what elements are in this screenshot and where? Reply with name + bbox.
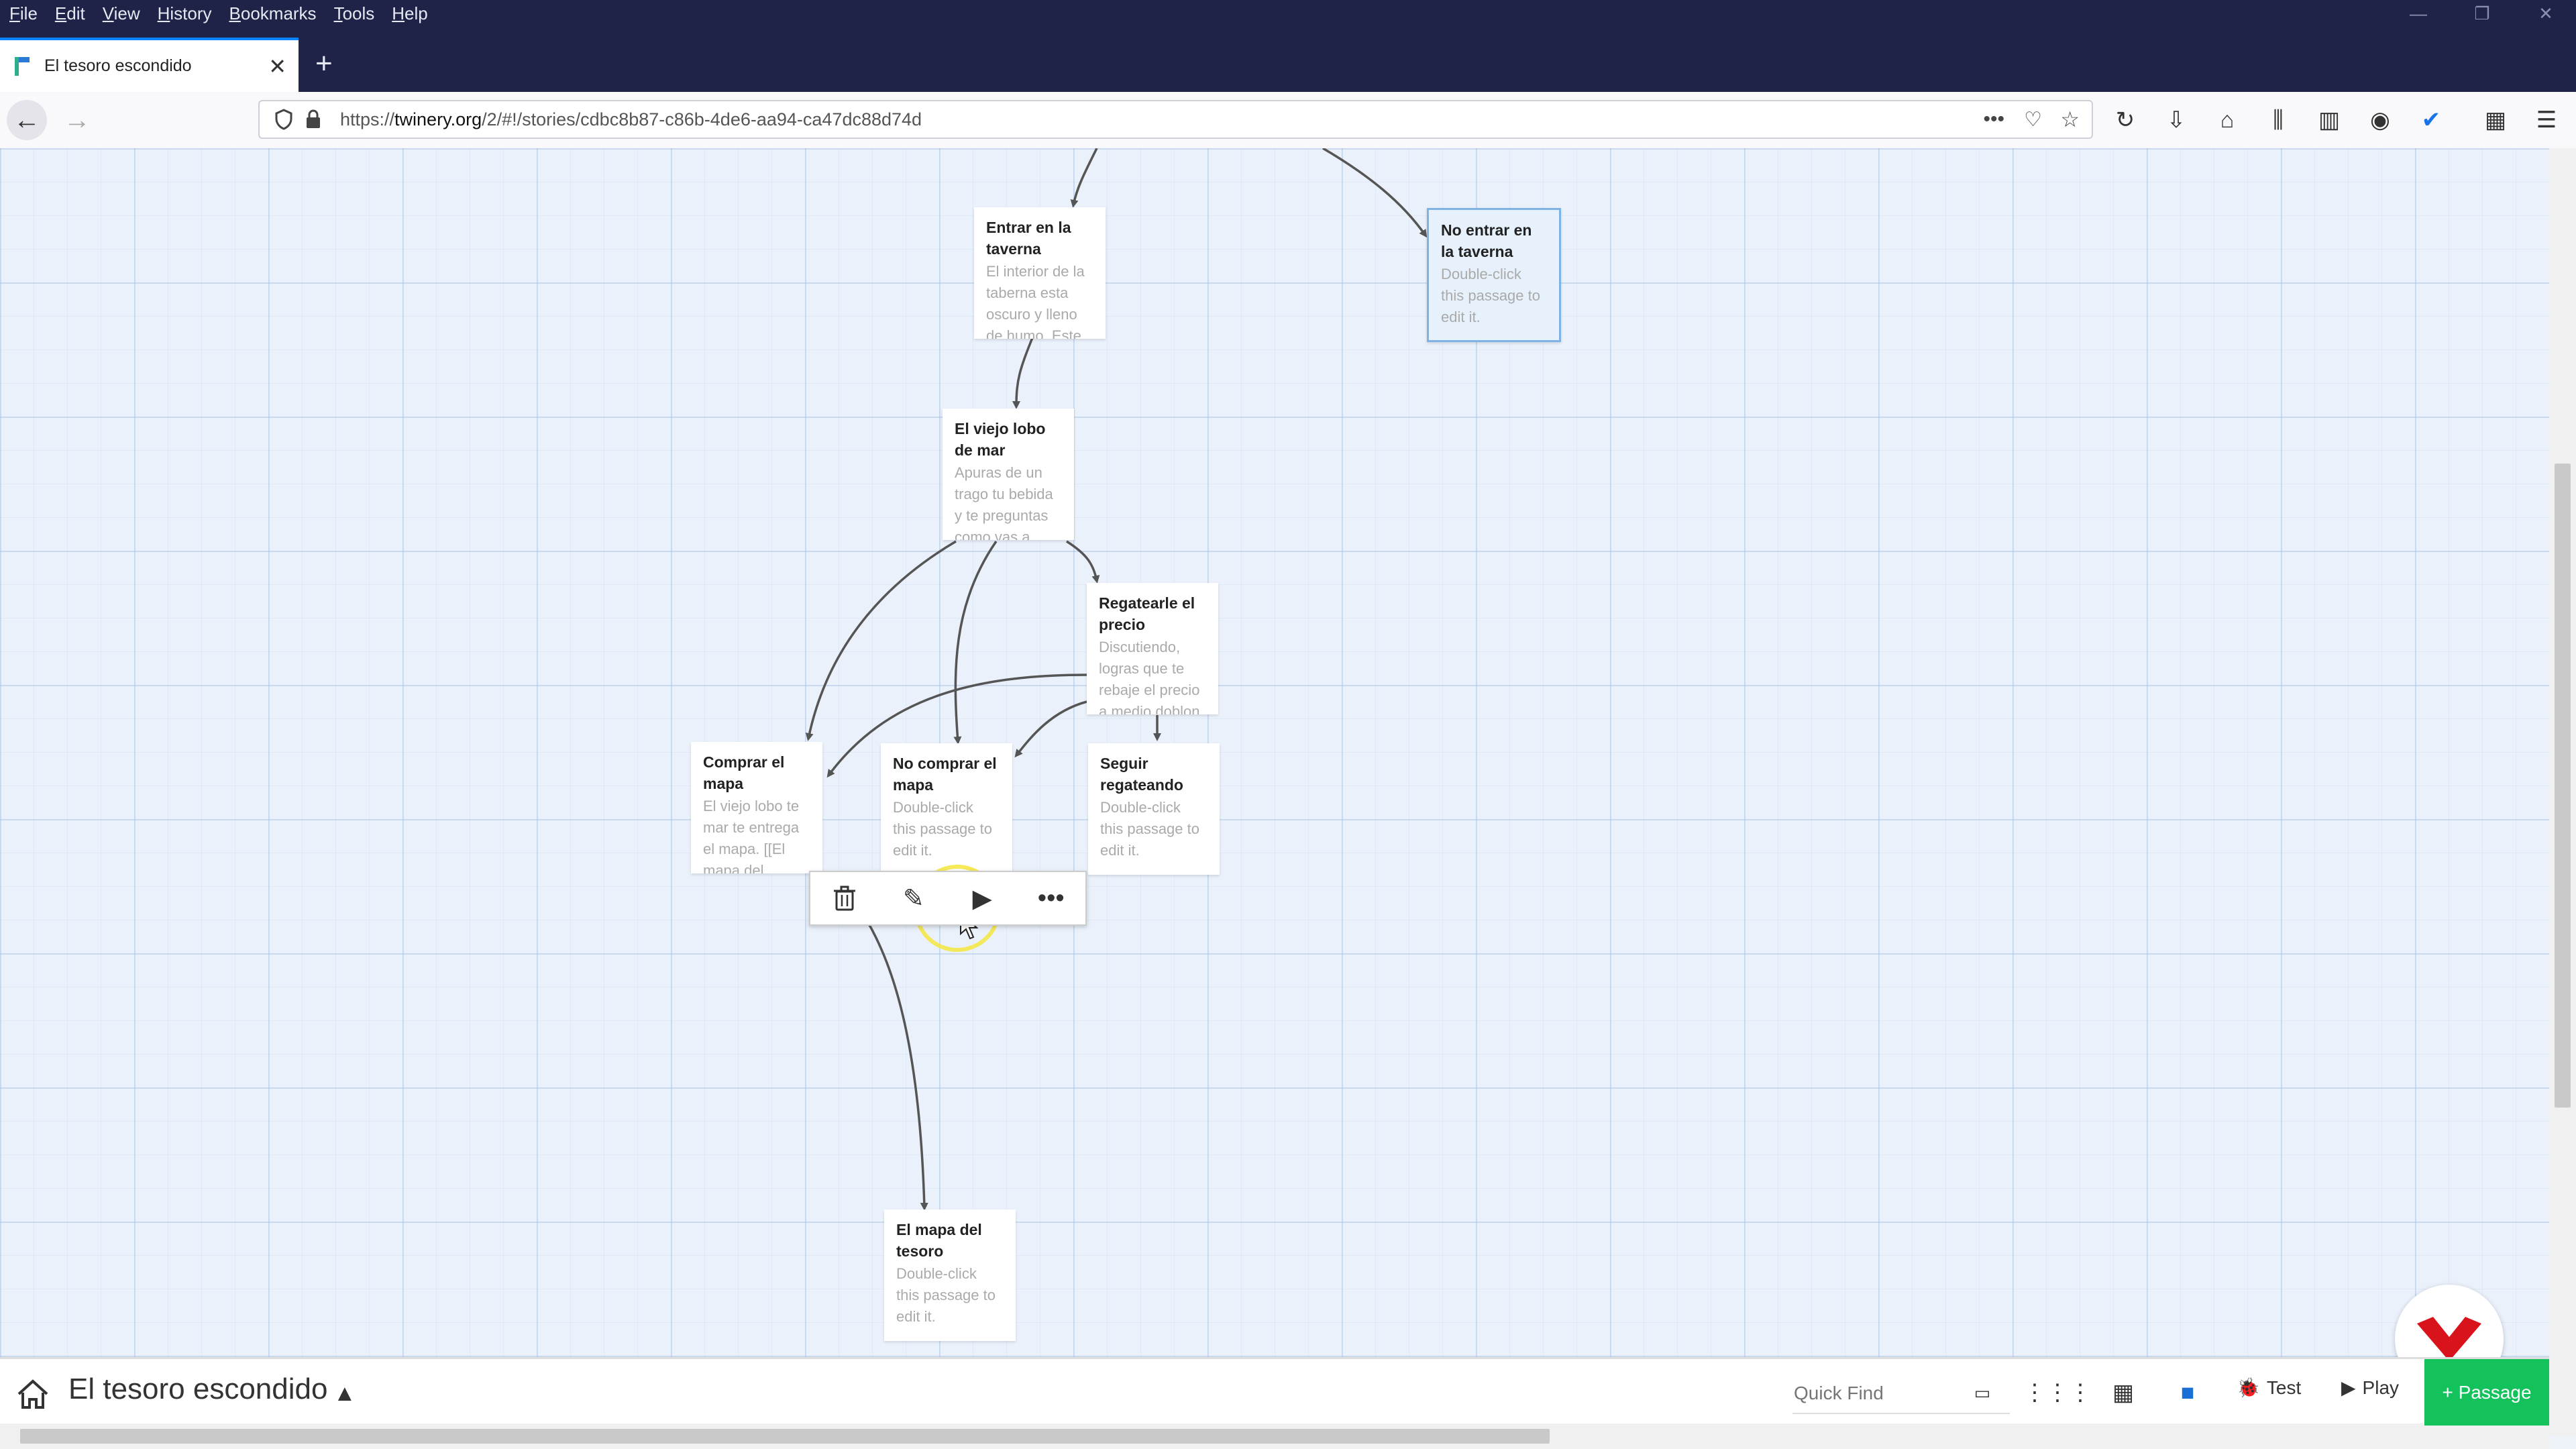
extensions-icon[interactable]: ▦	[2484, 107, 2507, 133]
back-icon[interactable]: ←	[7, 100, 47, 140]
test-label: Test	[2266, 1377, 2302, 1398]
passage-title: Seguir regateando	[1100, 755, 1183, 794]
quick-find-input[interactable]	[1792, 1374, 2010, 1414]
menu-file[interactable]: File	[9, 3, 38, 23]
zoom-small-grid-icon[interactable]: ⋮⋮⋮	[2023, 1380, 2092, 1405]
new-tab-icon[interactable]: +	[315, 47, 333, 80]
zoom-medium-grid-icon[interactable]: ▦	[2112, 1380, 2135, 1405]
home-icon[interactable]: ⌂	[2220, 107, 2235, 133]
menu-help[interactable]: Help	[392, 3, 428, 23]
reload-icon[interactable]: ↻	[2115, 107, 2135, 133]
zoom-large-icon[interactable]: ■	[2180, 1379, 2195, 1405]
edit-pencil-icon[interactable]: ✎	[902, 884, 924, 913]
navigation-bar: ← → https://twinery.org/2/#!/stories/cdb…	[0, 92, 2576, 150]
lock-icon	[307, 109, 320, 128]
address-bar[interactable]: https://twinery.org/2/#!/stories/cdbc8b8…	[258, 100, 2093, 139]
test-play-icon[interactable]: ▶	[972, 884, 992, 913]
menu-edit[interactable]: Edit	[54, 3, 85, 23]
sidebar-icon[interactable]: ▥	[2318, 107, 2341, 133]
passage-title: No comprar el mapa	[893, 755, 997, 794]
passage-card[interactable]: Regatearle el precio Discutiendo, logras…	[1087, 583, 1218, 714]
passage-excerpt: Double-click this passage to edit it.	[1441, 266, 1540, 325]
forward-icon[interactable]: →	[64, 105, 91, 135]
story-menu-caret-icon[interactable]: ▲	[333, 1381, 356, 1406]
vertical-scrollbar[interactable]	[2549, 148, 2576, 1436]
passage-card[interactable]: El viejo lobo de mar Apuras de un trago …	[943, 409, 1074, 540]
account-icon[interactable]: ◉	[2370, 107, 2390, 133]
passage-card[interactable]: No entrar en la taverna Double-click thi…	[1427, 208, 1561, 342]
play-label: Play	[2362, 1377, 2400, 1398]
passage-card[interactable]: Comprar el mapa El viejo lobo te mar te …	[691, 742, 822, 873]
passage-excerpt: El viejo lobo te mar te entrega el mapa.…	[703, 798, 800, 873]
logo-icon	[2417, 1317, 2481, 1361]
passage-title: No entrar en la taverna	[1441, 221, 1532, 260]
add-passage-button[interactable]: + Passage	[2424, 1359, 2549, 1426]
library-home-icon[interactable]	[16, 1378, 50, 1411]
downloads-icon[interactable]: ⇩	[2166, 107, 2186, 133]
menu-view[interactable]: View	[102, 3, 140, 23]
test-button[interactable]: 🐞 Test	[2237, 1377, 2301, 1399]
passage-title: El viejo lobo de mar	[955, 420, 1046, 459]
vertical-scroll-thumb[interactable]	[2555, 464, 2571, 1108]
horizontal-scrollbar[interactable]	[0, 1424, 2549, 1449]
passage-excerpt: Double-click this passage to edit it.	[1100, 799, 1199, 859]
passage-excerpt: Double-click this passage to edit it.	[896, 1265, 996, 1325]
menu-tools[interactable]: Tools	[333, 3, 375, 23]
passage-title: Comprar el mapa	[703, 753, 785, 792]
menu-history[interactable]: History	[157, 3, 212, 23]
passage-excerpt: Discutiendo, logras que te rebaje el pre…	[1099, 639, 1200, 714]
bookmark-star-icon[interactable]: ☆	[2060, 107, 2080, 131]
tab-bar: El tesoro escondido ✕ +	[0, 27, 2576, 92]
passage-title: Entrar en la taverna	[986, 219, 1071, 258]
menu-icon[interactable]: ☰	[2536, 107, 2557, 133]
passage-title: Regatearle el precio	[1099, 594, 1195, 633]
restore-icon[interactable]: ❐	[2474, 3, 2490, 23]
delete-trash-icon[interactable]	[821, 875, 868, 922]
play-button[interactable]: ▶ Play	[2341, 1377, 2399, 1399]
bug-icon: 🐞	[2237, 1377, 2260, 1398]
pocket-icon[interactable]: ♡	[2024, 108, 2042, 131]
more-options-icon[interactable]: •••	[1037, 883, 1065, 912]
passage-links	[805, 148, 1428, 1211]
passage-excerpt: Double-click this passage to edit it.	[893, 799, 992, 859]
library-icon[interactable]: ⫼	[2273, 107, 2284, 133]
passage-card[interactable]: Entrar en la taverna El interior de la t…	[974, 207, 1106, 339]
page-actions-icon[interactable]: •••	[1983, 108, 2004, 130]
passage-title: El mapa del tesoro	[896, 1221, 982, 1260]
story-title[interactable]: El tesoro escondido	[68, 1373, 328, 1405]
tab-title: El tesoro escondido	[44, 56, 192, 75]
story-map[interactable]: Entrar en la taverna El interior de la t…	[0, 148, 2549, 1357]
story-toolbar: El tesoro escondido ▲ ▭ ⋮⋮⋮ ▦ ■ 🐞 Test ▶ P…	[0, 1357, 2549, 1426]
play-icon: ▶	[2341, 1377, 2356, 1398]
highlight-options-icon[interactable]: ▭	[1974, 1382, 1991, 1403]
twine-favicon-icon	[13, 56, 32, 77]
menu-bookmarks[interactable]: Bookmarks	[229, 3, 317, 23]
shield-icon	[275, 109, 292, 130]
passage-card[interactable]: El mapa del tesoro Double-click this pas…	[884, 1210, 1016, 1341]
horizontal-scroll-thumb[interactable]	[20, 1429, 1550, 1444]
minimize-icon[interactable]: —	[2410, 3, 2427, 23]
extension-icon[interactable]: ✔	[2421, 107, 2441, 133]
passage-card[interactable]: No comprar el mapa Double-click this pas…	[881, 743, 1012, 875]
passage-toolbar: ✎ ▶ •••	[809, 871, 1087, 926]
passage-card[interactable]: Seguir regateando Double-click this pass…	[1088, 743, 1220, 875]
url-text: https://twinery.org/2/#!/stories/cdbc8b8…	[340, 109, 922, 129]
passage-excerpt: Apuras de un trago tu bebida y te pregun…	[955, 464, 1053, 540]
menu-bar: File Edit View History Bookmarks Tools H…	[0, 0, 2576, 27]
passage-excerpt: El interior de la taberna esta oscuro y …	[986, 263, 1085, 339]
tab-close-icon[interactable]: ✕	[268, 54, 286, 78]
browser-tab[interactable]: El tesoro escondido ✕	[0, 38, 299, 92]
window-close-icon[interactable]: ✕	[2538, 3, 2553, 23]
